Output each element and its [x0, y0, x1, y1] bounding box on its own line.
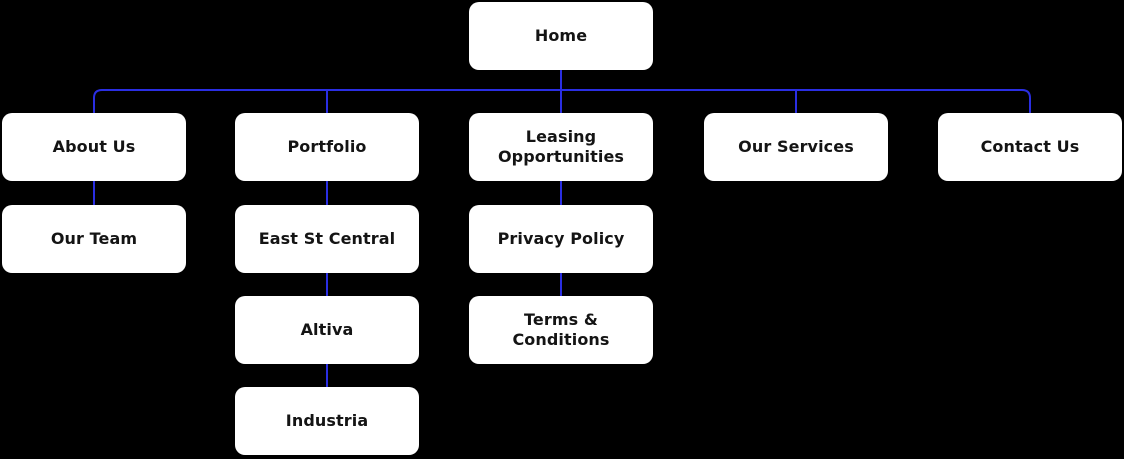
node-our-services[interactable]: Our Services — [704, 113, 888, 181]
node-industria[interactable]: Industria — [235, 387, 419, 455]
node-contact-us[interactable]: Contact Us — [938, 113, 1122, 181]
node-label: Altiva — [300, 320, 354, 339]
node-label: Leasing Opportunities — [497, 127, 625, 166]
node-portfolio[interactable]: Portfolio — [235, 113, 419, 181]
node-altiva[interactable]: Altiva — [235, 296, 419, 364]
node-label: Home — [534, 26, 588, 45]
node-label: Privacy Policy — [497, 229, 625, 248]
node-label: Portfolio — [287, 137, 367, 156]
node-about-us[interactable]: About Us — [2, 113, 186, 181]
node-label: East St Central — [258, 229, 396, 248]
node-label: About Us — [52, 137, 136, 156]
node-label: Terms & Conditions — [512, 310, 610, 349]
node-label: Our Services — [738, 137, 854, 156]
node-label: Our Team — [50, 229, 138, 248]
connector-line — [93, 89, 1031, 113]
node-home[interactable]: Home — [469, 2, 653, 70]
node-label: Contact Us — [980, 137, 1080, 156]
node-our-team[interactable]: Our Team — [2, 205, 186, 273]
node-east-st-central[interactable]: East St Central — [235, 205, 419, 273]
node-leasing-opportunities[interactable]: Leasing Opportunities — [469, 113, 653, 181]
node-privacy-policy[interactable]: Privacy Policy — [469, 205, 653, 273]
node-label: Industria — [285, 411, 369, 430]
node-terms-conditions[interactable]: Terms & Conditions — [469, 296, 653, 364]
